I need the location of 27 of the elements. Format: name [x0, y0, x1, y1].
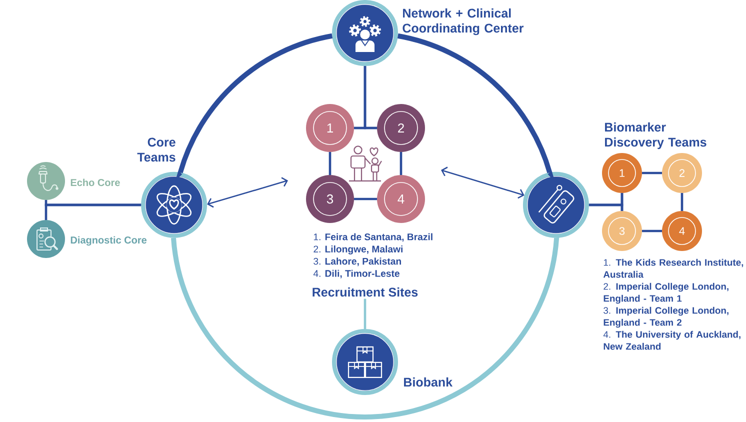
node-label: Diagnostic Core	[70, 236, 147, 246]
double-arrow	[207, 177, 288, 208]
list-item: 2. Imperial College London, England - Team 1	[604, 282, 728, 304]
connector-line	[44, 204, 142, 220]
node-title: Biobank	[404, 377, 453, 387]
ring-arc	[171, 235, 560, 420]
node-title: Biomarker Discovery Teams	[605, 122, 706, 150]
list-item: 3. Imperial College London, England - Team 2	[604, 306, 728, 328]
list-item: 1. The Kids Research Institute, Australia	[603, 258, 744, 278]
group-title: Recruitment Sites	[312, 287, 418, 297]
family-heart-icon	[349, 146, 382, 182]
list-item: 4. Dili, Timor-Leste	[313, 270, 400, 278]
connector-line	[642, 230, 662, 232]
connector-line	[364, 298, 366, 329]
node-title: Network + Clinical Coordinating Center	[402, 8, 524, 36]
connector-line	[354, 126, 377, 130]
connector-line	[642, 172, 662, 174]
list-item: 1. Feira de Santana, Brazil	[314, 233, 432, 242]
connector-line	[354, 198, 377, 200]
list-item: 2. Lilongwe, Malawi	[314, 245, 402, 254]
node-label: Echo Core	[70, 178, 120, 186]
list-item: 4. The University of Auckland, New Zealand	[603, 330, 740, 350]
double-arrow	[441, 166, 524, 199]
list-item: 3. Lahore, Pakistan	[314, 258, 401, 266]
connector-line	[620, 193, 624, 211]
connector-line	[680, 193, 684, 211]
node-title: Core Teams	[137, 138, 176, 162]
